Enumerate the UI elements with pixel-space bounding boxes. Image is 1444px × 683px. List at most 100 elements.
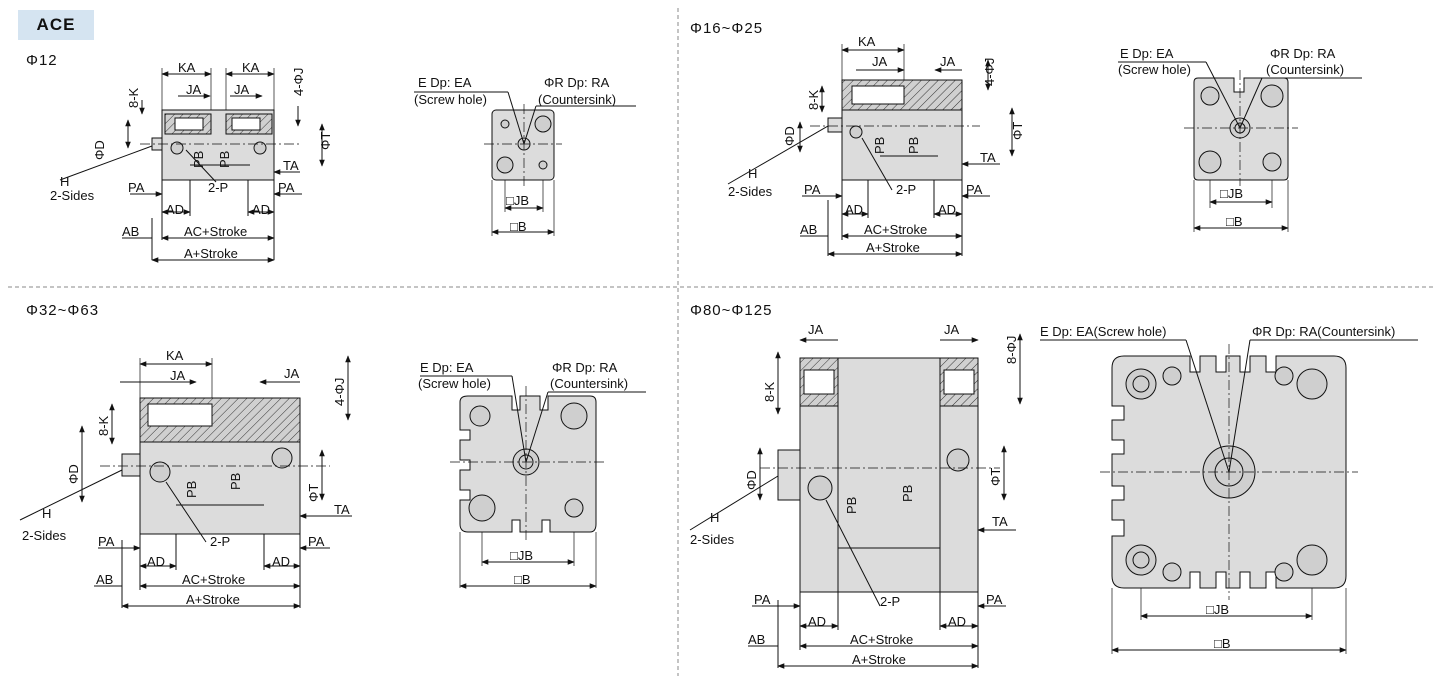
t-label: ΦT — [988, 468, 1003, 486]
j-label: 4-ΦJ — [982, 58, 997, 86]
ka-label: KA — [242, 60, 260, 75]
h-label: H — [60, 174, 69, 189]
h-label: H — [748, 166, 757, 181]
section-title-phi32-63: Φ32~Φ63 — [26, 302, 100, 319]
phi80-125-front-view — [1040, 339, 1418, 654]
ad-label: AD — [845, 202, 863, 217]
phi80-125-side-labels: JA JA 8-K 8-ΦJ ΦD ΦT PB PB H 2-Sides TA … — [690, 322, 1019, 667]
ja-label: JA — [234, 82, 250, 97]
e-dp-label: E Dp: EA — [420, 360, 474, 375]
phi12-front-view — [414, 91, 636, 236]
b-label: □B — [510, 219, 527, 234]
ab-label: AB — [800, 222, 817, 237]
pb-label: PB — [900, 485, 915, 502]
screw-hole-label: (Screw hole) — [1118, 62, 1191, 77]
jb-label: □JB — [1206, 602, 1229, 617]
ac-stroke-label: AC+Stroke — [864, 222, 927, 237]
phi16-25-side-labels: KA JA JA 8-K 4-ΦJ ΦD ΦT PB PB H 2-Sides … — [728, 34, 1025, 255]
ka-label: KA — [166, 348, 184, 363]
ja-label: JA — [872, 54, 888, 69]
b-label: □B — [1226, 214, 1243, 229]
p-label: 2-P — [896, 182, 916, 197]
a-stroke-label: A+Stroke — [184, 246, 238, 261]
phi16-25-side-view — [727, 44, 1015, 257]
d-label: ΦD — [782, 126, 797, 146]
pb-label: PB — [844, 497, 859, 514]
ad-label: AD — [166, 202, 184, 217]
section-title-phi80-125: Φ80~Φ125 — [690, 302, 773, 319]
p-label: 2-P — [210, 534, 230, 549]
pa-label: PA — [128, 180, 145, 195]
pb-label: PB — [872, 137, 887, 154]
ta-label: TA — [334, 502, 350, 517]
pb-label: PB — [906, 137, 921, 154]
r-dp-label: ΦR Dp: RA(Countersink) — [1252, 324, 1395, 339]
jb-label: □JB — [506, 193, 529, 208]
ka-label: KA — [858, 34, 876, 49]
j-label: 4-ΦJ — [332, 378, 347, 406]
jb-label: □JB — [1220, 186, 1243, 201]
j-label: 4-ΦJ — [291, 68, 306, 96]
d-label: ΦD — [66, 464, 81, 484]
ad-label: AD — [252, 202, 270, 217]
section-title-phi12: Φ12 — [26, 52, 58, 69]
r-dp-label: ΦR Dp: RA — [1270, 46, 1336, 61]
a-stroke-label: A+Stroke — [852, 652, 906, 667]
pb-label: PB — [184, 481, 199, 498]
r-dp-label: ΦR Dp: RA — [544, 75, 610, 90]
pa-label: PA — [966, 182, 983, 197]
pa-label: PA — [986, 592, 1003, 607]
k-label: 8-K — [806, 89, 821, 110]
e-dp-label: E Dp: EA(Screw hole) — [1040, 324, 1166, 339]
phi12-side-view — [59, 68, 325, 263]
ab-label: AB — [96, 572, 113, 587]
p-label: 2-P — [880, 594, 900, 609]
a-stroke-label: A+Stroke — [186, 592, 240, 607]
sides-label: 2-Sides — [22, 528, 67, 543]
pb-label: PB — [191, 151, 206, 168]
sides-label: 2-Sides — [50, 188, 95, 203]
countersink-label: (Countersink) — [1266, 62, 1344, 77]
ad-label: AD — [808, 614, 826, 629]
ab-label: AB — [122, 224, 139, 239]
k-label: 8-K — [762, 381, 777, 402]
ka-label: KA — [178, 60, 196, 75]
phi32-63-side-view — [19, 355, 352, 609]
screw-hole-label: (Screw hole) — [414, 92, 487, 107]
pa-label: PA — [98, 534, 115, 549]
t-label: ΦT — [1010, 122, 1025, 140]
ja-label: JA — [944, 322, 960, 337]
pb-label: PB — [217, 151, 232, 168]
ta-label: TA — [992, 514, 1008, 529]
pb-label: PB — [228, 473, 243, 490]
d-label: ΦD — [744, 470, 759, 490]
d-label: ΦD — [92, 140, 107, 160]
ad-label: AD — [938, 202, 956, 217]
ac-stroke-label: AC+Stroke — [182, 572, 245, 587]
t-label: ΦT — [318, 132, 333, 150]
phi80-125-front-labels: E Dp: EA(Screw hole) ΦR Dp: RA(Countersi… — [1040, 324, 1395, 651]
phi32-63-front-labels: E Dp: EA (Screw hole) ΦR Dp: RA (Counter… — [418, 360, 628, 587]
ad-label: AD — [272, 554, 290, 569]
ta-label: TA — [980, 150, 996, 165]
series-badge: ACE — [18, 10, 94, 40]
b-label: □B — [514, 572, 531, 587]
ad-label: AD — [948, 614, 966, 629]
ja-label: JA — [284, 366, 300, 381]
b-label: □B — [1214, 636, 1231, 651]
j-label: 8-ΦJ — [1004, 336, 1019, 364]
ja-label: JA — [940, 54, 956, 69]
countersink-label: (Countersink) — [550, 376, 628, 391]
phi32-63-side-labels: KA JA JA 8-K 4-ΦJ ΦD ΦT PB PB H 2-Sides … — [22, 348, 350, 607]
phi16-25-front-labels: E Dp: EA (Screw hole) ΦR Dp: RA (Counter… — [1118, 46, 1344, 229]
k-label: 8-K — [96, 415, 111, 436]
ta-label: TA — [283, 158, 299, 173]
sides-label: 2-Sides — [728, 184, 773, 199]
ja-label: JA — [808, 322, 824, 337]
ja-label: JA — [186, 82, 202, 97]
pa-label: PA — [308, 534, 325, 549]
phi12-front-labels: E Dp: EA (Screw hole) ΦR Dp: RA (Counter… — [414, 75, 616, 234]
ad-label: AD — [147, 554, 165, 569]
countersink-label: (Countersink) — [538, 92, 616, 107]
ja-label: JA — [170, 368, 186, 383]
